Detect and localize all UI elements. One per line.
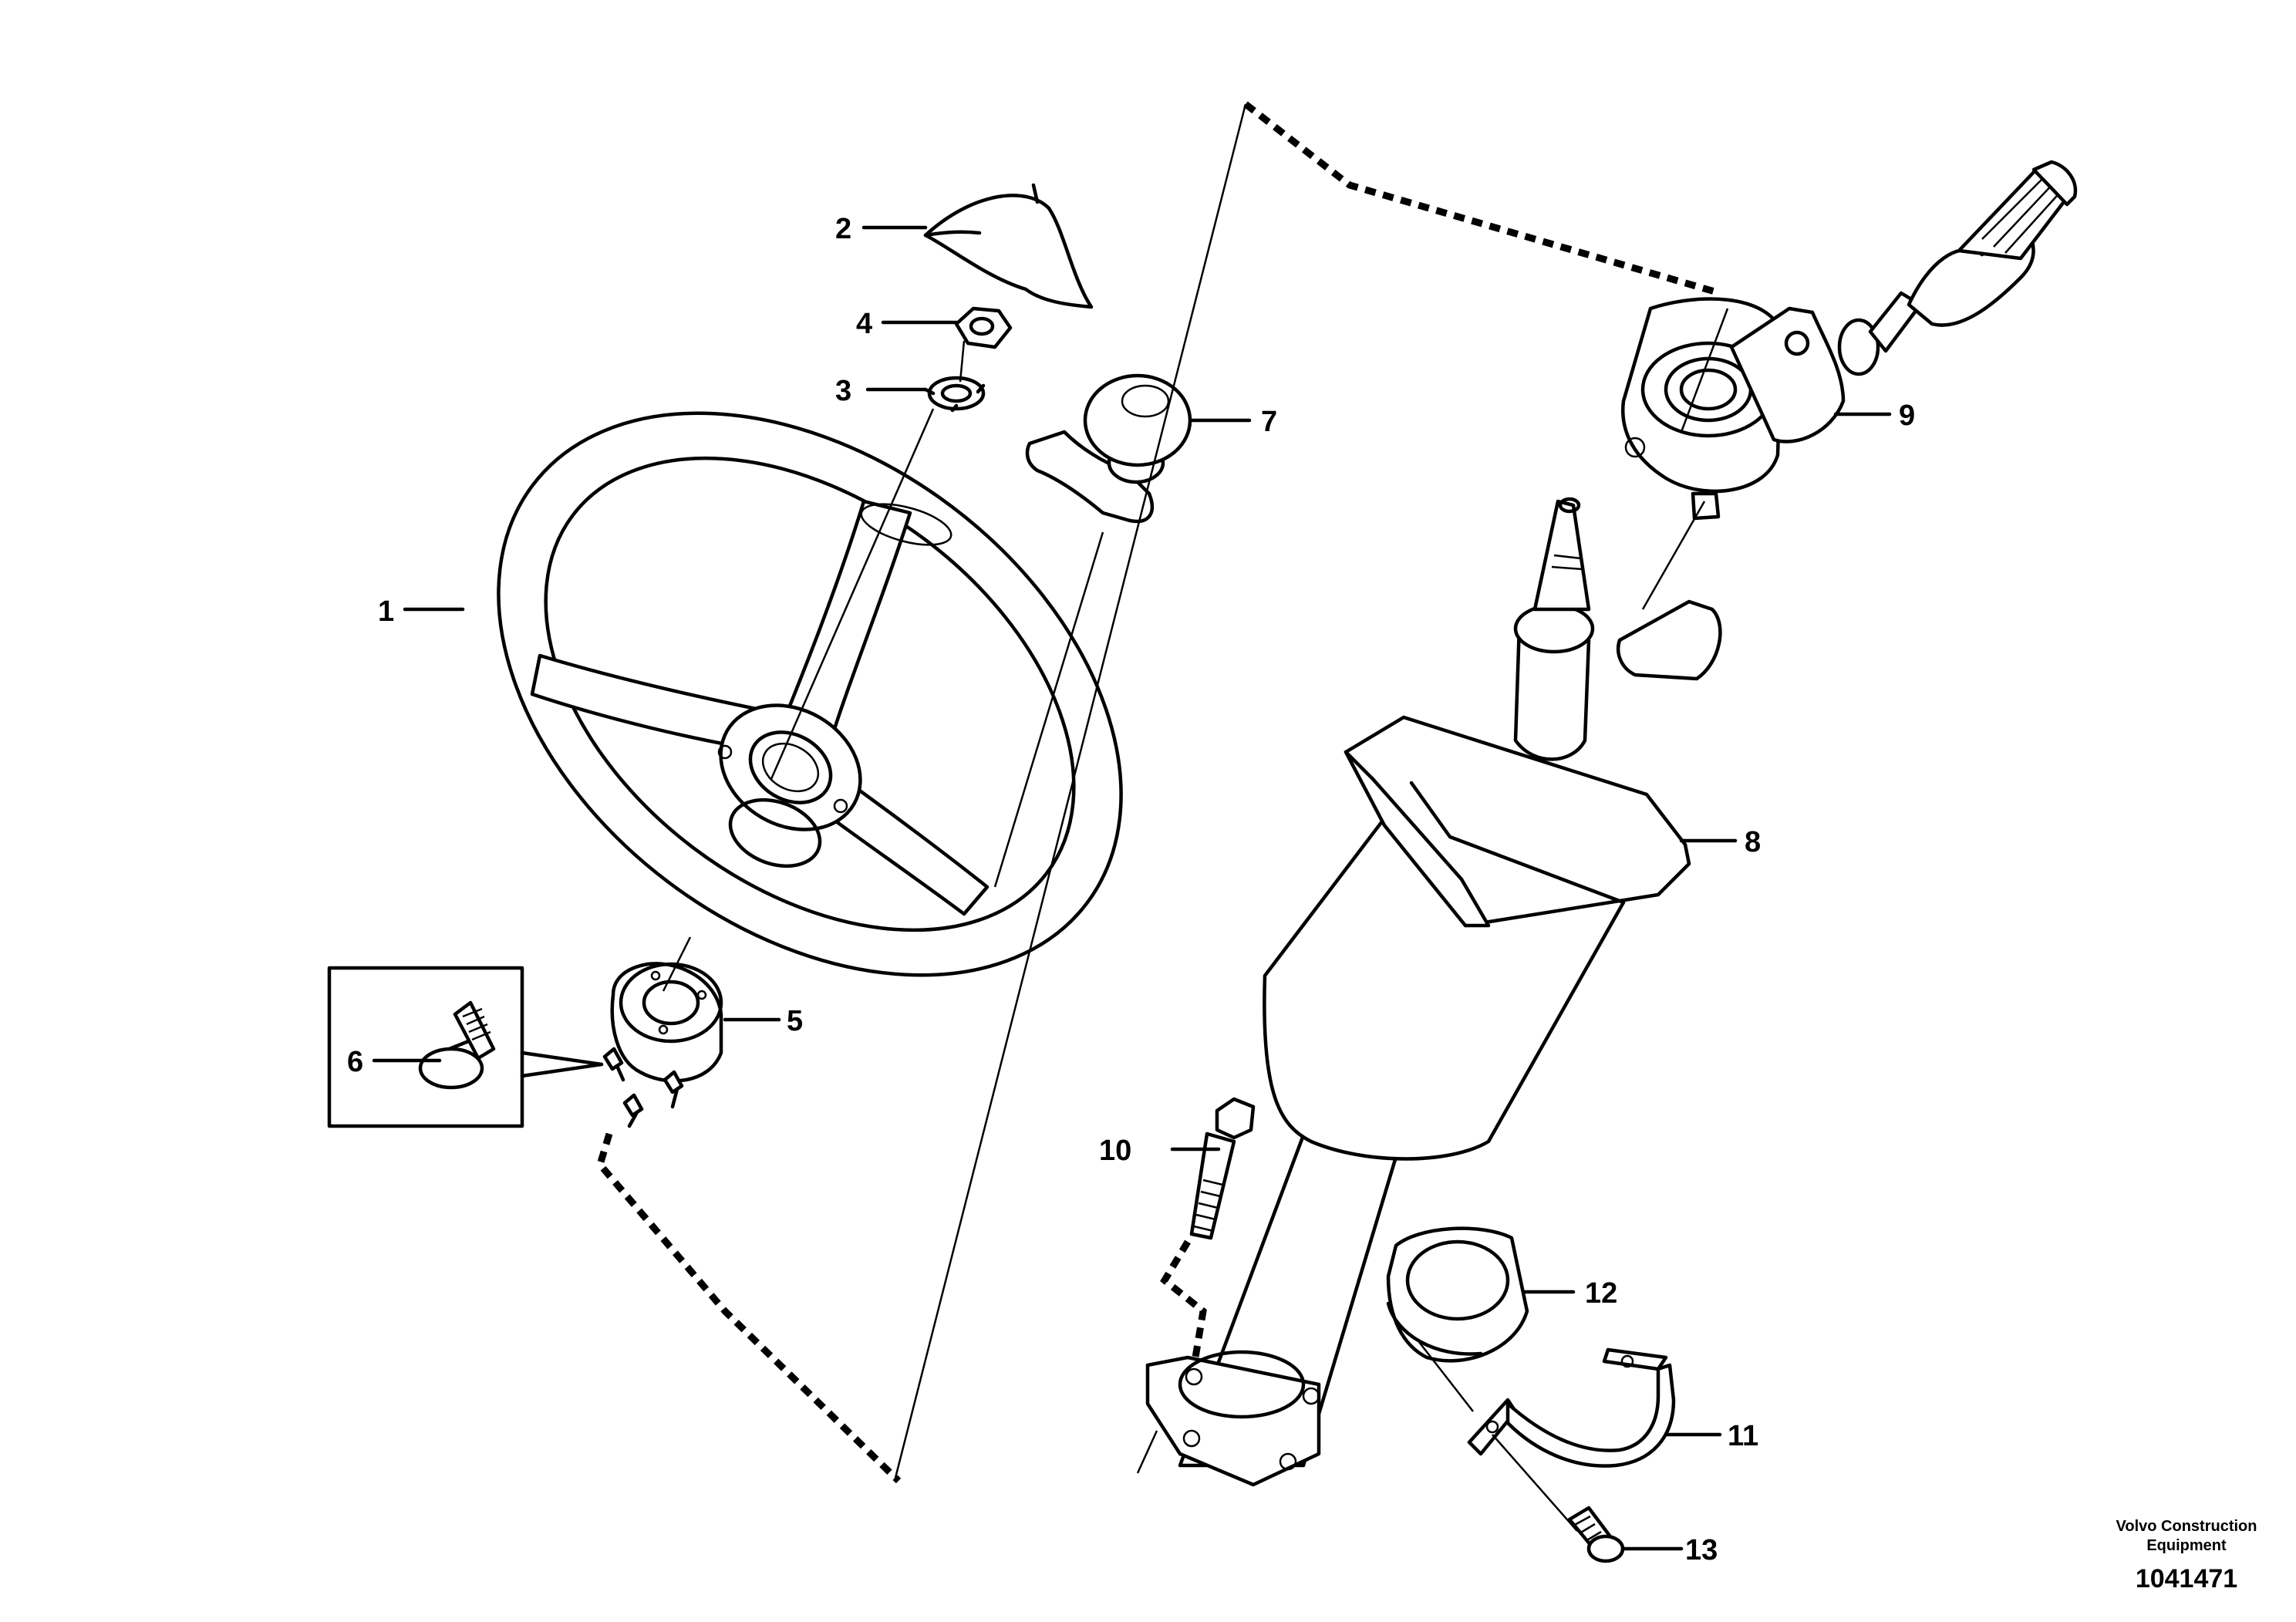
callout-12: 12 — [1585, 1277, 1617, 1310]
lever-switch[interactable] — [1621, 160, 2078, 521]
callout-numbers: 1 2 3 4 5 6 7 8 9 10 11 12 13 — [347, 213, 1915, 1566]
clamp-screw[interactable] — [1567, 1506, 1625, 1563]
footer: Volvo Construction Equipment 1041471 — [2116, 1518, 2257, 1593]
callout-1: 1 — [378, 595, 394, 628]
hub-bushing[interactable] — [610, 962, 723, 1083]
callout-9: 9 — [1899, 400, 1915, 432]
hex-bolt[interactable] — [1189, 1097, 1256, 1240]
callout-10: 10 — [1099, 1135, 1131, 1167]
steering-column[interactable] — [1145, 497, 1722, 1487]
callout-4: 4 — [856, 308, 872, 340]
brand-line-2: Equipment — [2146, 1537, 2227, 1554]
callout-2: 2 — [835, 213, 851, 245]
callout-5: 5 — [787, 1005, 803, 1037]
callout-11: 11 — [1728, 1420, 1758, 1452]
spinner-knob[interactable] — [1025, 373, 1192, 524]
small-screws[interactable] — [602, 1047, 684, 1128]
callout-7: 7 — [1261, 406, 1277, 438]
u-clamp[interactable] — [1467, 1347, 1676, 1468]
steering-wheel[interactable] — [391, 298, 1229, 1091]
callout-3: 3 — [835, 375, 851, 407]
callout-8: 8 — [1745, 826, 1761, 858]
callout-6: 6 — [347, 1046, 363, 1078]
hub-cap[interactable] — [923, 183, 1094, 309]
column-bushing[interactable] — [1386, 1226, 1529, 1363]
detail-box — [327, 966, 604, 1128]
hex-nut[interactable] — [954, 306, 1013, 349]
doc-number: 1041471 — [2136, 1564, 2237, 1593]
dashed-reference-lines — [595, 101, 1721, 1484]
screw-detail[interactable] — [418, 1000, 496, 1090]
callout-13: 13 — [1685, 1534, 1718, 1566]
lock-washer[interactable] — [923, 376, 986, 413]
assembly-lines — [662, 103, 1729, 1532]
brand-line-1: Volvo Construction — [2116, 1518, 2257, 1535]
callout-leaders — [372, 225, 1892, 1551]
